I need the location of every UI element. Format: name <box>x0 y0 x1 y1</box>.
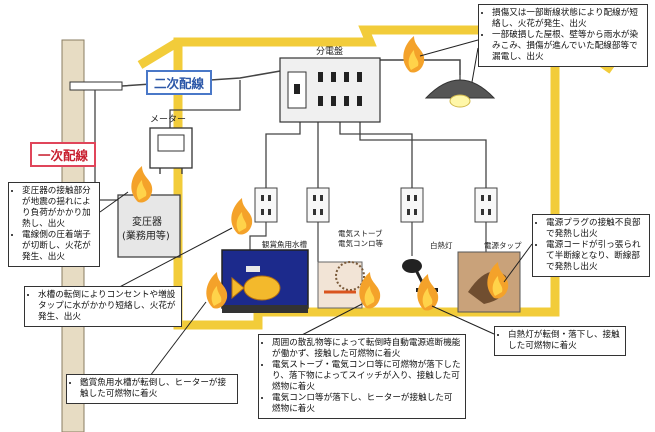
meter-wire <box>169 80 241 130</box>
callout-item: 損傷又は一部断線状態により配線が短絡し、火花が発生、出火 <box>492 8 643 30</box>
heater-label-sub: 電気コンロ等 <box>338 239 383 248</box>
leader-line <box>99 191 129 213</box>
flame-icon <box>417 274 439 311</box>
board-breakers <box>318 72 362 106</box>
ceiling-lamp-shade <box>424 79 496 99</box>
leader-line <box>419 39 479 57</box>
callout-item: 変圧器の接触部分が地震の揺れにより負荷がかかり加熱し、出火 <box>22 186 95 230</box>
leader-line <box>431 305 495 335</box>
flame-icon <box>131 166 153 203</box>
aquarium-gauge <box>246 266 260 272</box>
callout-right-mid: 電源プラグの接触不良部で発熱し出火 電源コードが引っ張られて半断線となり、断線部… <box>532 214 650 277</box>
flame-icon <box>231 198 253 235</box>
flame-icon <box>359 272 381 309</box>
leader-line <box>471 47 479 83</box>
callout-item: 鑑賞魚用水槽が転倒し、ヒーターが接触した可燃物に着火 <box>80 378 233 400</box>
callout-item: 電線側の圧着端子が切断し、火花が発生、出火 <box>22 230 95 263</box>
callout-bottom-left: 水槽の転倒によりコンセントや増設タップに水がかかり短絡し、火花が発生、出火 <box>24 286 182 327</box>
callout-item: 一部破損した屋根、壁等から雨水が染みこみ、損傷が進んでいた配線部等で漏電し、出火 <box>492 30 643 63</box>
meter-label: メーター <box>150 115 187 125</box>
outlet-4 <box>474 187 498 223</box>
ceiling-lamp-bulb <box>449 94 471 108</box>
callout-item: 電源プラグの接触不良部で発熱し出火 <box>546 218 645 240</box>
callout-item: 電気ストーブ・電気コンロ等に可燃物が落下したり、落下物によってスイッチが入り、接… <box>272 360 461 393</box>
callout-item: 周囲の散乱物等によって転倒時自動電源遮断機能が働かず、接触した可燃物に着火 <box>272 338 461 360</box>
callout-item: 水槽の転倒によりコンセントや増設タップに水がかかり短絡し、火花が発生、出火 <box>38 290 177 323</box>
power-strip-label: 電源タップ <box>484 241 522 250</box>
callout-bottom-left-2: 鑑賞魚用水槽が転倒し、ヒーターが接触した可燃物に着火 <box>66 374 238 404</box>
branch-wire-3 <box>339 122 413 188</box>
leader-line <box>299 303 363 337</box>
aquarium-stand <box>222 305 308 313</box>
aquarium-label: 観賞魚用水槽 <box>262 240 307 249</box>
callout-item: 白熱灯が転倒・落下し、接触した可燃物に着火 <box>508 330 621 352</box>
transformer-label: 変圧器 <box>132 217 162 228</box>
leader-line <box>503 243 533 283</box>
heater-label: 電気ストーブ <box>338 229 383 238</box>
callout-bottom-right: 白熱灯が転倒・落下し、接触した可燃物に着火 <box>494 326 626 356</box>
pole-crossarm <box>69 81 123 91</box>
meter-display <box>157 134 185 152</box>
callout-bottom-center: 周囲の散乱物等によって転倒時自動電源遮断機能が働かず、接触した可燃物に着火 電気… <box>258 334 466 419</box>
lamp-label: 白熱灯 <box>430 241 453 250</box>
flame-icon <box>403 36 425 73</box>
secondary-wiring-tag: 二次配線 <box>146 70 213 95</box>
leader-line <box>109 227 233 293</box>
outlet-3 <box>400 187 424 223</box>
meter-box <box>149 127 193 169</box>
branch-wire-1 <box>265 122 301 188</box>
board-switch <box>294 84 300 94</box>
aquarium-cord <box>249 222 267 250</box>
callout-item: 電気コンロ等が落下し、ヒーターが接触した可燃物に着火 <box>272 393 461 415</box>
flame-icon <box>487 262 509 299</box>
transformer-label-sub: (業務用等) <box>122 231 170 242</box>
leader-line <box>149 301 207 377</box>
callout-item: 電源コードが引っ張られて半断線となり、断線部で発熱し出火 <box>546 240 645 273</box>
outlet-2 <box>306 187 330 223</box>
transformer-box <box>117 194 181 258</box>
callout-left: 変圧器の接触部分が地震の揺れにより負荷がかかり加熱し、出火 電線側の圧着端子が切… <box>8 182 100 267</box>
fish <box>243 275 281 301</box>
distribution-board-label: 分電盤 <box>316 47 344 57</box>
house-outline <box>173 25 560 330</box>
primary-wiring-tag: 一次配線 <box>30 142 97 167</box>
desk-lamp-head <box>402 259 422 273</box>
flame-icon <box>206 272 228 309</box>
callout-top-right: 損傷又は一部断線状態により配線が短絡し、火花が発生、出火 一部破損した屋根、壁等… <box>478 4 648 67</box>
house-roof-left <box>137 38 181 69</box>
fish-tail <box>231 276 245 300</box>
heater-grill <box>335 261 365 291</box>
branch-wire-4 <box>359 122 487 188</box>
outlet-1 <box>254 187 278 223</box>
